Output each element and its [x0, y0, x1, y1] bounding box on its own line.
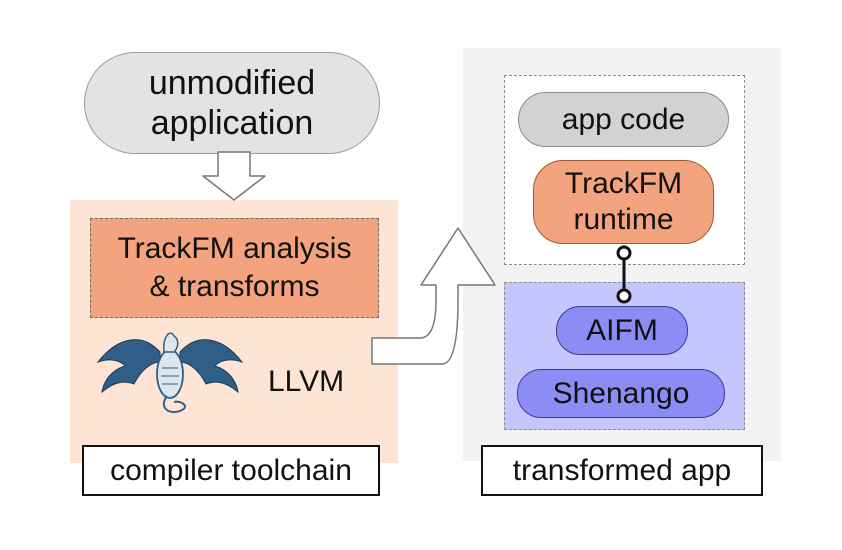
aifm-node: AIFM [556, 306, 688, 355]
trackfm-analysis-node: TrackFM analysis & transforms [90, 218, 379, 318]
curved-arrow [371, 227, 496, 365]
app-code-node: app code [518, 92, 729, 147]
compiler-toolchain-caption: compiler toolchain [82, 445, 380, 496]
llvm-label: LLVM [268, 365, 345, 398]
transformed-app-caption: transformed app [481, 445, 763, 496]
trackfm-runtime-node: TrackFM runtime [533, 160, 714, 244]
unmodified-application-node: unmodified application [84, 52, 380, 154]
analysis-label-line2: & transforms [149, 270, 320, 303]
runtime-aifm-connector [616, 245, 632, 304]
llvm-dragon-icon [96, 332, 244, 414]
runtime-label-line2: runtime [573, 203, 674, 236]
down-arrow [202, 151, 266, 201]
input-label-line2: application [150, 104, 314, 142]
runtime-label-line1: TrackFM [564, 167, 683, 200]
input-label-line1: unmodified [148, 64, 316, 102]
shenango-node: Shenango [517, 369, 725, 418]
analysis-label-line1: TrackFM analysis [117, 232, 352, 265]
